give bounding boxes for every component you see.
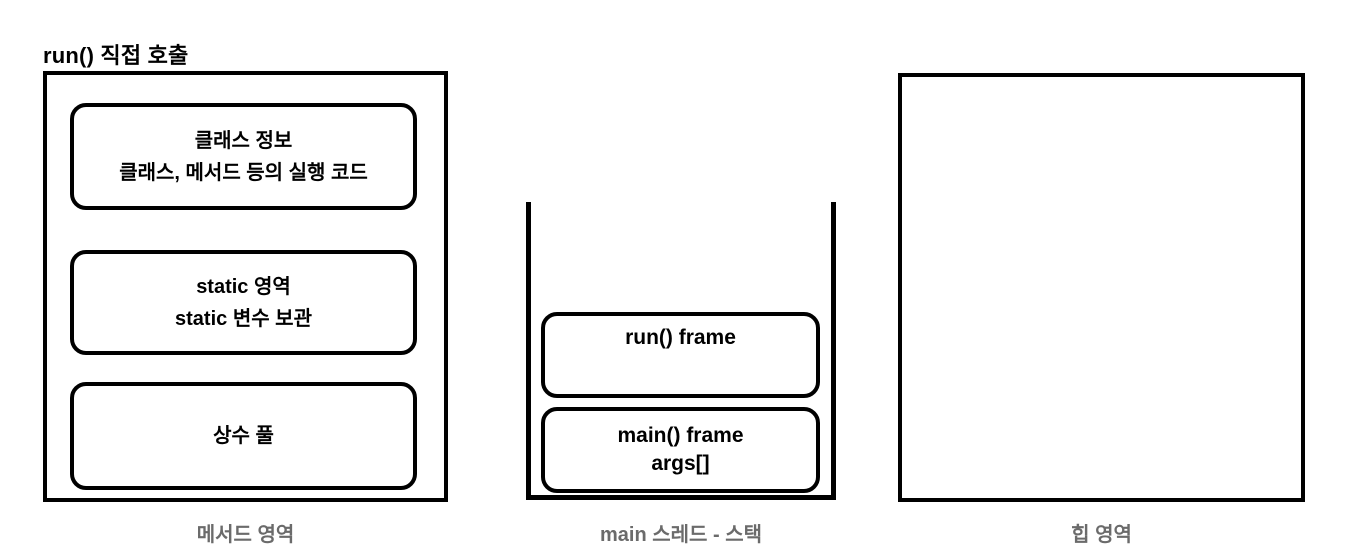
diagram-title: run() 직접 호출 (43, 43, 189, 68)
static-area-line1: static 영역 (196, 275, 291, 298)
method-area-label: 메서드 영역 (196, 524, 295, 546)
run-frame-label: run() frame (625, 326, 736, 349)
heap-area-label: 힙 영역 (1071, 524, 1132, 546)
class-info-line2: 클래스, 메서드 등의 실행 코드 (119, 161, 368, 184)
heap-area-container (898, 73, 1305, 502)
run-frame-box: run() frame (541, 312, 820, 398)
static-area-box: static 영역 static 변수 보관 (70, 250, 417, 355)
main-frame-box: main() frame args[] (541, 407, 820, 493)
stack-area-label: main 스레드 - 스택 (599, 524, 762, 546)
constant-pool-line1: 상수 풀 (213, 425, 274, 447)
class-info-box: 클래스 정보 클래스, 메서드 등의 실행 코드 (70, 103, 417, 210)
constant-pool-box: 상수 풀 (70, 382, 417, 490)
class-info-line1: 클래스 정보 (194, 129, 293, 152)
main-frame-args-label: args[] (651, 452, 710, 475)
main-frame-label: main() frame (617, 423, 744, 447)
static-area-line2: static 변수 보관 (175, 307, 312, 330)
